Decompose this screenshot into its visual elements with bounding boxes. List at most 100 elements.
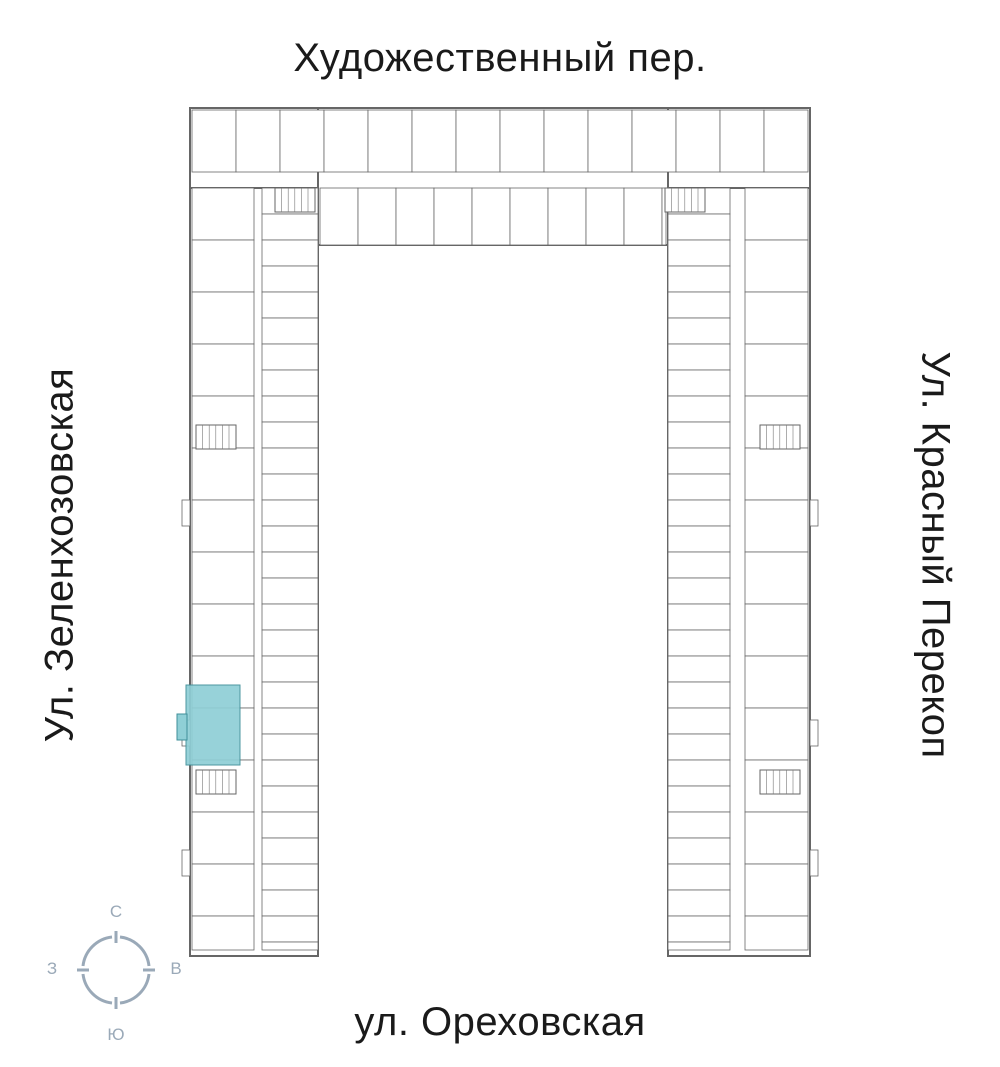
room [585,187,625,246]
balcony [181,499,191,527]
room [667,889,731,917]
room [261,213,319,241]
room [744,915,809,951]
room [261,577,319,605]
room [191,447,255,501]
room [191,551,255,605]
room [667,733,731,761]
room [261,369,319,397]
room [547,187,587,246]
room [261,447,319,475]
street-label-south: ул. Ореховская [354,1000,646,1044]
room [279,109,325,173]
compass-south-label: Ю [107,1025,125,1044]
room [433,187,473,246]
room [261,759,319,787]
room [744,499,809,553]
room [261,707,319,735]
room [667,265,731,293]
balcony [809,719,819,747]
room [744,811,809,865]
room [744,187,809,241]
room [744,863,809,917]
room [667,213,731,241]
room [543,109,589,173]
room [191,187,255,241]
room [667,343,731,371]
room [261,473,319,501]
room [319,187,359,246]
room [367,109,413,173]
room [744,239,809,293]
room [261,291,319,319]
highlighted-apartment[interactable] [185,684,241,766]
highlighted-apartment-balcony[interactable] [176,713,188,741]
room [261,915,319,943]
room [744,291,809,345]
room [191,109,237,173]
room [191,811,255,865]
room [261,603,319,631]
street-label-north: Художественный пер. [293,36,707,80]
room [623,187,663,246]
room [667,681,731,709]
room [744,447,809,501]
room [191,239,255,293]
rooms-layer [181,107,819,957]
room [395,187,435,246]
room [667,915,731,943]
compass-east-label: В [170,959,182,978]
room [667,785,731,813]
room [191,863,255,917]
room [667,707,731,735]
room [261,863,319,891]
room [261,343,319,371]
room [261,629,319,657]
room [667,239,731,267]
room [191,499,255,553]
room [499,109,545,173]
room [411,109,457,173]
room [667,473,731,501]
room [587,109,633,173]
room [667,317,731,345]
street-label-east: Ул. Красный Перекоп [913,351,958,759]
room [261,265,319,293]
room [261,889,319,917]
room [667,603,731,631]
room [667,811,731,839]
room [261,525,319,553]
room [744,655,809,709]
room [261,681,319,709]
compass [77,931,155,1009]
room [261,499,319,527]
room [191,603,255,657]
street-label-west: Ул. Зеленхозовская [37,367,82,743]
balcony [809,499,819,527]
room [667,759,731,787]
room [667,447,731,475]
room [357,187,397,246]
room [667,395,731,423]
room [261,239,319,267]
room [744,551,809,605]
room [744,707,809,761]
room [191,343,255,397]
room [191,291,255,345]
room [667,577,731,605]
room [667,629,731,657]
room [667,525,731,553]
room [631,109,677,173]
room [667,551,731,579]
room [667,837,731,865]
room [667,655,731,683]
room [455,109,501,173]
room [261,811,319,839]
room [667,421,731,449]
room [667,291,731,319]
room [667,863,731,891]
room [235,109,281,173]
room [261,395,319,423]
compass-north-label: С [109,902,123,921]
